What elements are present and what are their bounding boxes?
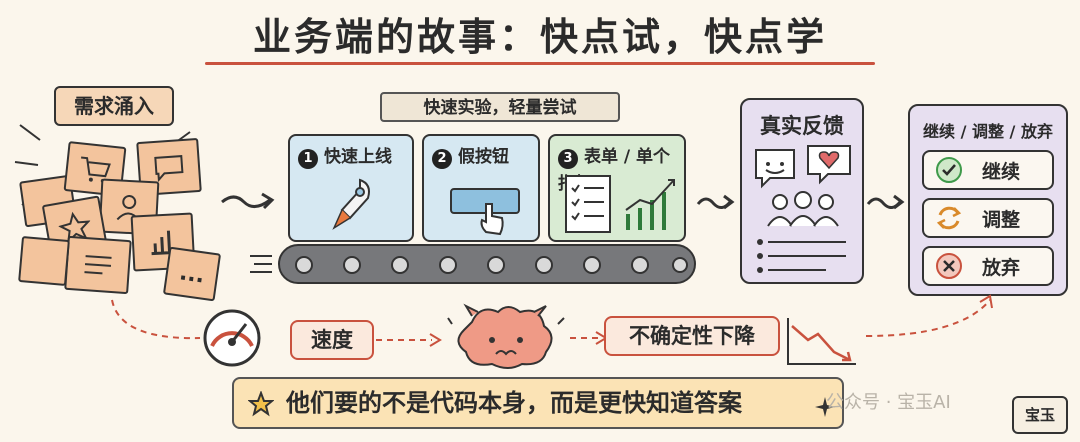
document-note: [64, 235, 132, 295]
arrow-to-decision: [866, 194, 905, 210]
feedback-panel: 真实反馈: [740, 98, 864, 284]
star-icon: [248, 391, 274, 417]
feedback-illustration: [755, 145, 851, 227]
arrow-to-experiment: [221, 192, 275, 210]
speed-label: 速度: [290, 320, 374, 360]
option-abandon: 放弃: [922, 246, 1054, 286]
conveyor-rollers: [295, 256, 688, 274]
arrow-to-feedback: [696, 194, 735, 210]
seal-stamp: 宝玉: [1012, 396, 1068, 434]
option-label: 放弃: [982, 256, 1021, 279]
motion-lines: [250, 255, 272, 273]
pointer-hand-icon: [480, 203, 504, 236]
speech-bubble-icon: [154, 155, 184, 183]
step-number: 2: [432, 149, 452, 169]
step-card-launch: 1 快速上线: [288, 134, 414, 242]
conveyor-belt: [278, 244, 696, 284]
star-icon: [57, 211, 91, 245]
option-label: 继续: [982, 160, 1021, 183]
x-circle-icon: [936, 253, 962, 279]
intake-label: 需求涌入: [54, 86, 174, 126]
option-label: 调整: [982, 208, 1021, 231]
title-underline: [205, 62, 875, 65]
option-adjust: 调整: [922, 198, 1054, 238]
heart-bubble-icon: [807, 145, 851, 185]
chart-note: [130, 212, 196, 272]
step-number: 1: [298, 149, 318, 169]
feedback-title: 真实反馈: [760, 114, 844, 138]
bar-chart-icon: [151, 230, 176, 256]
decision-panel: 继续 / 调整 / 放弃 继续 调整 放弃: [908, 104, 1068, 296]
sticky-notes: ...: [18, 137, 222, 302]
option-continue: 继续: [922, 150, 1054, 190]
worried-brain-icon: [447, 303, 565, 369]
chat-note: [136, 137, 202, 197]
page-title: 业务端的故事：快点试，快点学: [252, 15, 827, 59]
decision-title: 继续 / 调整 / 放弃: [923, 122, 1053, 141]
sparkle-icon: [815, 397, 835, 417]
downtrend-chart-icon: [787, 318, 856, 365]
chat-bubble-icon: [755, 149, 795, 189]
experiment-banner: 快速实验，轻量尝试: [380, 92, 620, 122]
step-label: 快速上线: [324, 147, 392, 167]
people-icon: [767, 191, 839, 227]
bottom-message: 他们要的不是代码本身，而是更快知道答案: [286, 389, 742, 417]
watermark: 公众号 · 宝玉AI: [826, 392, 951, 413]
star-note: [41, 195, 109, 259]
step-card-form-metric: 3表单 / 单个指标: [548, 134, 686, 242]
check-circle-icon: [936, 157, 962, 183]
checklist-icon: [565, 175, 611, 233]
uncertainty-label: 不确定性下降: [604, 316, 780, 356]
step-card-fake-button: 2 假按钮: [422, 134, 540, 242]
refresh-icon: [936, 206, 962, 230]
decision-options: 继续 调整 放弃: [922, 150, 1054, 290]
step-number: 3: [558, 149, 578, 169]
step-label: 假按钮: [458, 147, 509, 167]
rocket-icon: [332, 178, 370, 230]
line-bar-chart-icon: [625, 179, 675, 230]
feedback-list-lines: [757, 239, 846, 273]
speedometer-icon: [203, 309, 261, 367]
bottom-message-banner: 他们要的不是代码本身，而是更快知道答案: [232, 377, 844, 429]
document-lines-icon: [84, 255, 112, 275]
